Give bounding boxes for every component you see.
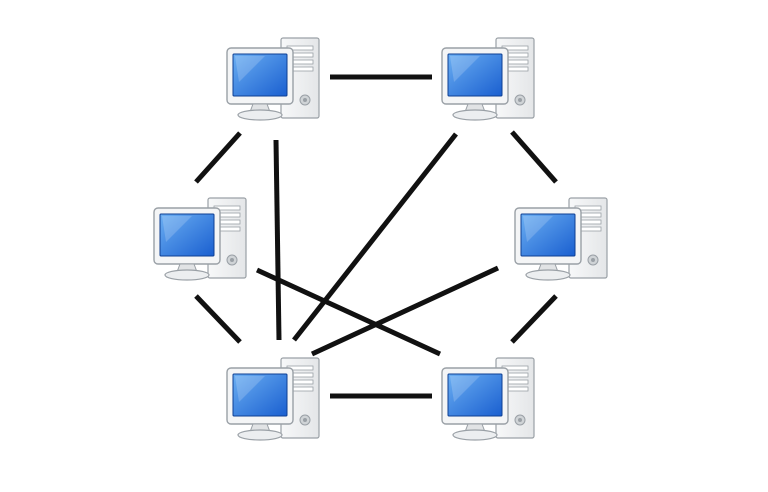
monitor (514, 207, 582, 265)
monitor-base (525, 269, 571, 281)
monitor (441, 367, 509, 425)
network-link (194, 131, 242, 184)
monitor-base (452, 109, 498, 121)
desktop-computer-icon (514, 197, 608, 281)
desktop-computer-icon (226, 357, 320, 441)
monitor-base (237, 429, 283, 441)
monitor (226, 47, 294, 105)
network-link (273, 139, 282, 341)
monitor-base (237, 109, 283, 121)
monitor (441, 47, 509, 105)
network-link (510, 294, 558, 344)
screen (447, 53, 503, 97)
monitor (226, 367, 294, 425)
nodes-layer (153, 37, 608, 441)
links-layer (194, 74, 558, 399)
network-link (510, 130, 558, 184)
desktop-computer-icon (441, 37, 535, 121)
network-link (310, 265, 500, 357)
screen (447, 373, 503, 417)
network-link (255, 267, 442, 357)
screen (159, 213, 215, 257)
network-link (292, 132, 458, 342)
desktop-computer-icon (441, 357, 535, 441)
monitor (153, 207, 221, 265)
monitor-base (164, 269, 210, 281)
desktop-computer-icon (226, 37, 320, 121)
screen (232, 53, 288, 97)
screen (232, 373, 288, 417)
monitor-base (452, 429, 498, 441)
desktop-computer-icon (153, 197, 247, 281)
network-link (194, 294, 242, 344)
screen (520, 213, 576, 257)
